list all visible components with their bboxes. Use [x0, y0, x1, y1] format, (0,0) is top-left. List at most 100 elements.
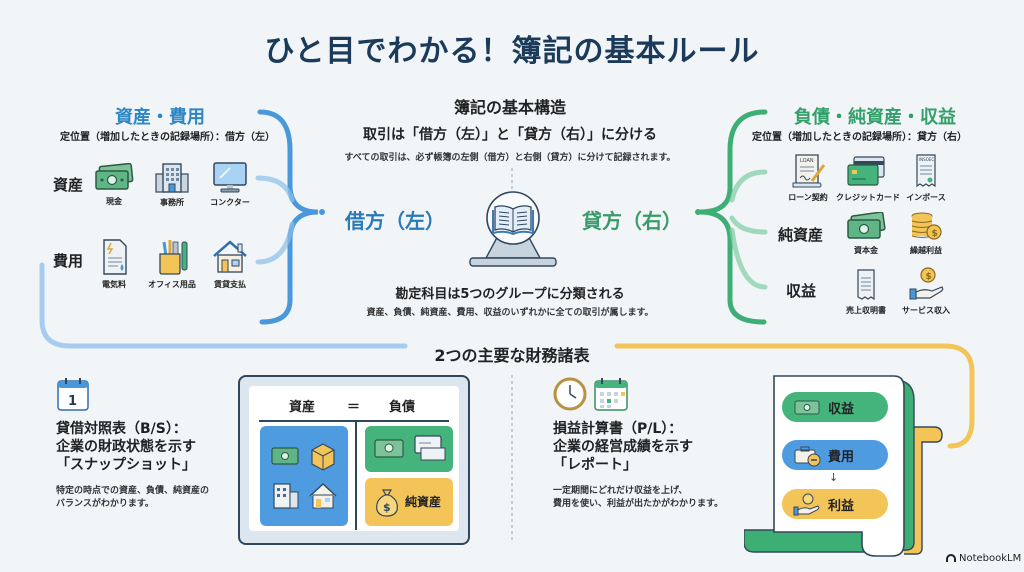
money-bag-icon: $ — [376, 489, 398, 517]
caption-cash: 現金 — [106, 197, 122, 206]
icon-item-credit-card: クレジットカード — [836, 153, 900, 203]
icon-item-electricity: 電気料 — [84, 238, 144, 290]
left-section-heading: 資産・費用 — [115, 107, 205, 128]
notebooklm-logo-icon — [946, 554, 956, 562]
brand-label: NotebookLM — [959, 553, 1022, 564]
icon-item-computer: コンクター — [200, 160, 260, 208]
cash-icon — [95, 163, 134, 190]
pl-revenue-pill: 収益 — [782, 392, 888, 422]
account-groups-heading: 勘定科目は5つのグループに分類される — [395, 287, 625, 302]
icon-item-office: 事務所 — [142, 160, 202, 208]
caption-retained-earnings: 繰越利益 — [910, 246, 942, 255]
bs-liabilities-heading: 負債 — [389, 400, 416, 415]
balance-sheet-description: 特定の時点での資産、負債、純資産の バランスがわかります。 — [56, 485, 209, 511]
page-title: ひと目でわかる！簿記の基本ルール — [264, 34, 760, 69]
balance-sheet-desc-line: バランスがわかります。 — [56, 499, 154, 509]
loan-contract-icon: LOAN — [792, 154, 826, 188]
credit-label: 貸方（右） — [582, 209, 682, 233]
income-statement-desc-line: 費用を使い、利益が出たかがわかります。 — [553, 499, 724, 509]
icon-item-rent: 賃貸支払 — [200, 238, 260, 290]
statements-heading-text: 2つの主要な財務諸表 — [424, 346, 600, 365]
house-rent-icon — [213, 240, 247, 273]
cash-icon — [847, 212, 886, 239]
calendar-icon: 1 — [57, 378, 89, 411]
open-book-icon — [469, 191, 557, 267]
clock-and-calendar-icon — [553, 377, 628, 411]
icon-item-supplies: オフィス用品 — [142, 238, 202, 290]
caption-office: 事務所 — [160, 198, 184, 207]
notebooklm-brand: NotebookLM — [946, 553, 1021, 564]
income-statement-desc-line: 一定期間にどれだけ収益を上げ、 — [553, 486, 688, 496]
balance-sheet-title: 貸借対照表（B/S）： 企業の財政状態を示す 「スナップショット」 — [56, 420, 196, 474]
income-statement-description: 一定期間にどれだけ収益を上げ、 費用を使い、利益が出たかがわかります。 — [553, 485, 723, 511]
loan-doc-text: LOAN — [800, 158, 814, 164]
icon-item-service-revenue: $ サービス収入 — [896, 266, 956, 316]
cash-icon — [794, 400, 820, 415]
caption-rent: 賃貸支払 — [214, 280, 246, 289]
income-statement-title-line: 企業の経営成績を示す — [553, 439, 693, 455]
right-brace-branches — [729, 169, 768, 290]
hand-coin-icon: $ — [909, 267, 944, 300]
icon-item-retained-earnings: $ 繰越利益 — [896, 210, 956, 256]
pl-revenue-label: 収益 — [828, 402, 855, 417]
bs-assets-heading: 資産 — [289, 400, 316, 415]
coin-stack-icon: $ — [911, 212, 942, 240]
credit-card-icon — [847, 156, 885, 186]
bs-liabilities-block — [365, 426, 453, 472]
debit-credit-rule-detail: すべての取引は、必ず帳簿の左側（借方）と右側（貸方）に分けて記録されます。 — [344, 153, 676, 163]
briefcase-minus-icon — [794, 446, 821, 467]
income-statement-title-line: 損益計算書（P/L）： — [553, 421, 683, 437]
bs-equity-block: $ 純資産 — [365, 478, 453, 526]
bs-divider-horizontal — [259, 420, 449, 422]
calendar-icon — [594, 378, 628, 411]
invoice-icon: INSOEC — [916, 154, 936, 188]
balance-sheet-title-line: 「スナップショット」 — [56, 457, 196, 473]
cash-icon — [374, 439, 404, 458]
caption-computer: コンクター — [210, 198, 250, 207]
row-label-equity: 純資産 — [778, 226, 824, 244]
pl-arrow-icon: ↓ — [829, 471, 839, 484]
caption-electricity: 電気料 — [102, 280, 126, 289]
balance-sheet-title-line: 貸借対照表（B/S）： — [56, 421, 187, 437]
account-groups-detail: 資産、負債、純資産、費用、収益のいずれかに全ての取引が属します。 — [366, 308, 654, 318]
hand-coin-icon — [793, 493, 820, 516]
office-supplies-icon — [159, 240, 188, 275]
caption-loan: ローン契約 — [788, 193, 828, 202]
balance-sheet-diagram: 資産 ＝ 負債 $ 純資産 — [238, 375, 470, 545]
caption-sales-receipt: 売上収明書 — [846, 306, 886, 315]
electricity-bill-icon — [103, 239, 127, 275]
left-brace-branches — [255, 175, 295, 265]
balance-sheet-desc-line: 特定の時点での資産、負債、純資産の — [56, 486, 210, 496]
row-label-expenses: 費用 — [53, 252, 84, 270]
box-icon — [311, 443, 335, 471]
invoice-doc-text: INSOEC — [919, 157, 934, 162]
office-building-icon — [155, 163, 189, 193]
pl-profit-label: 利益 — [828, 499, 855, 514]
debit-label: 借方（左） — [345, 209, 445, 233]
house-icon — [309, 483, 337, 509]
statements-heading: 2つの主要な財務諸表 — [0, 342, 1024, 366]
income-statement-title-line: 「レポート」 — [553, 457, 637, 473]
balance-sheet-title-line: 企業の財政状態を示す — [56, 439, 196, 455]
income-statement-title: 損益計算書（P/L）： 企業の経営成績を示す 「レポート」 — [553, 420, 693, 474]
icon-item-sales-receipt: 売上収明書 — [836, 268, 896, 316]
calendar-number: 1 — [68, 394, 77, 409]
right-section-subtitle: 定位置（増加したときの記録場所）：貸方（右） — [752, 132, 967, 143]
caption-supplies: オフィス用品 — [148, 280, 196, 289]
computer-monitor-icon — [213, 162, 247, 193]
caption-service-revenue: サービス収入 — [902, 306, 950, 315]
left-section-subtitle: 定位置（増加したときの記録場所）：借方（左） — [60, 132, 275, 143]
office-building-icon — [273, 483, 299, 509]
svg-text:$: $ — [932, 229, 938, 239]
bs-equity-label: 純資産 — [405, 495, 442, 509]
icon-item-cash: 現金 — [84, 163, 144, 207]
pl-profit-pill: 利益 — [782, 489, 888, 519]
icon-item-capital: 資本金 — [836, 212, 896, 256]
svg-text:$: $ — [926, 272, 932, 282]
svg-text:$: $ — [383, 501, 391, 514]
pl-expense-pill: 費用 — [782, 440, 888, 470]
receipt-icon — [857, 269, 875, 301]
left-brace — [257, 109, 319, 325]
bs-divider-vertical — [355, 420, 357, 530]
credit-card-icon — [414, 435, 446, 461]
